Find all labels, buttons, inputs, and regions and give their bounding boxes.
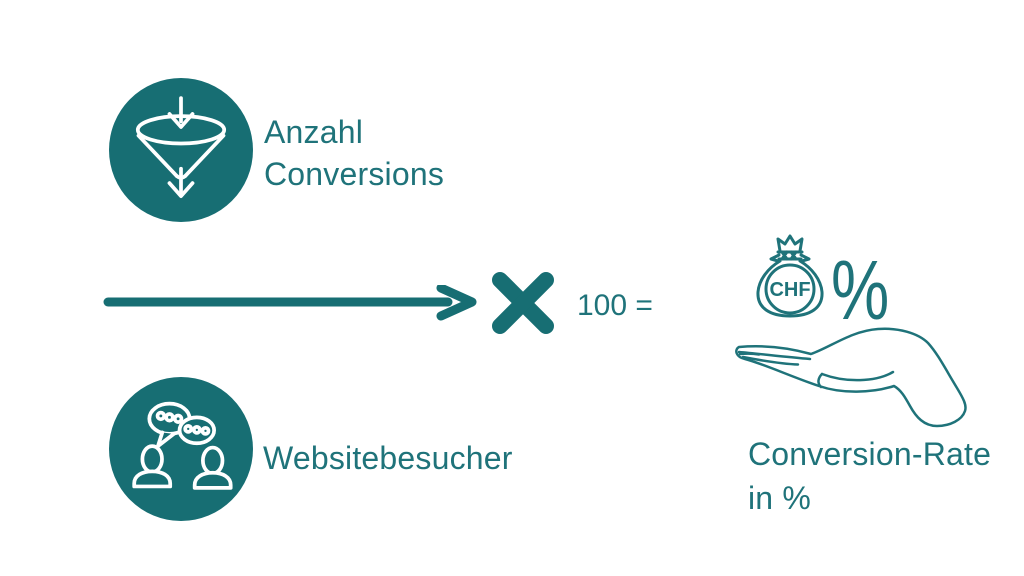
result-label: Conversion-Rate in % (748, 432, 991, 520)
factor-text: 100 = (577, 289, 653, 322)
percent-symbol: % (831, 243, 890, 337)
numerator-label-line1: Anzahl (264, 114, 364, 150)
money-bag-currency-text: CHF (769, 279, 810, 301)
arrow-right-icon (103, 285, 477, 321)
people-chat-icon (132, 401, 233, 490)
money-bag-icon: CHF (756, 234, 824, 318)
result-label-line2: in % (748, 480, 812, 516)
denominator-label: Websitebesucher (263, 440, 513, 476)
numerator-label: Anzahl Conversions (264, 111, 444, 195)
funnel-icon (135, 96, 227, 198)
visitors-circle (109, 377, 253, 521)
open-hand-icon (735, 327, 967, 428)
conversions-circle (109, 78, 253, 222)
numerator-label-line2: Conversions (264, 156, 445, 192)
result-label-line1: Conversion-Rate (748, 436, 992, 472)
multiply-icon (492, 272, 554, 334)
